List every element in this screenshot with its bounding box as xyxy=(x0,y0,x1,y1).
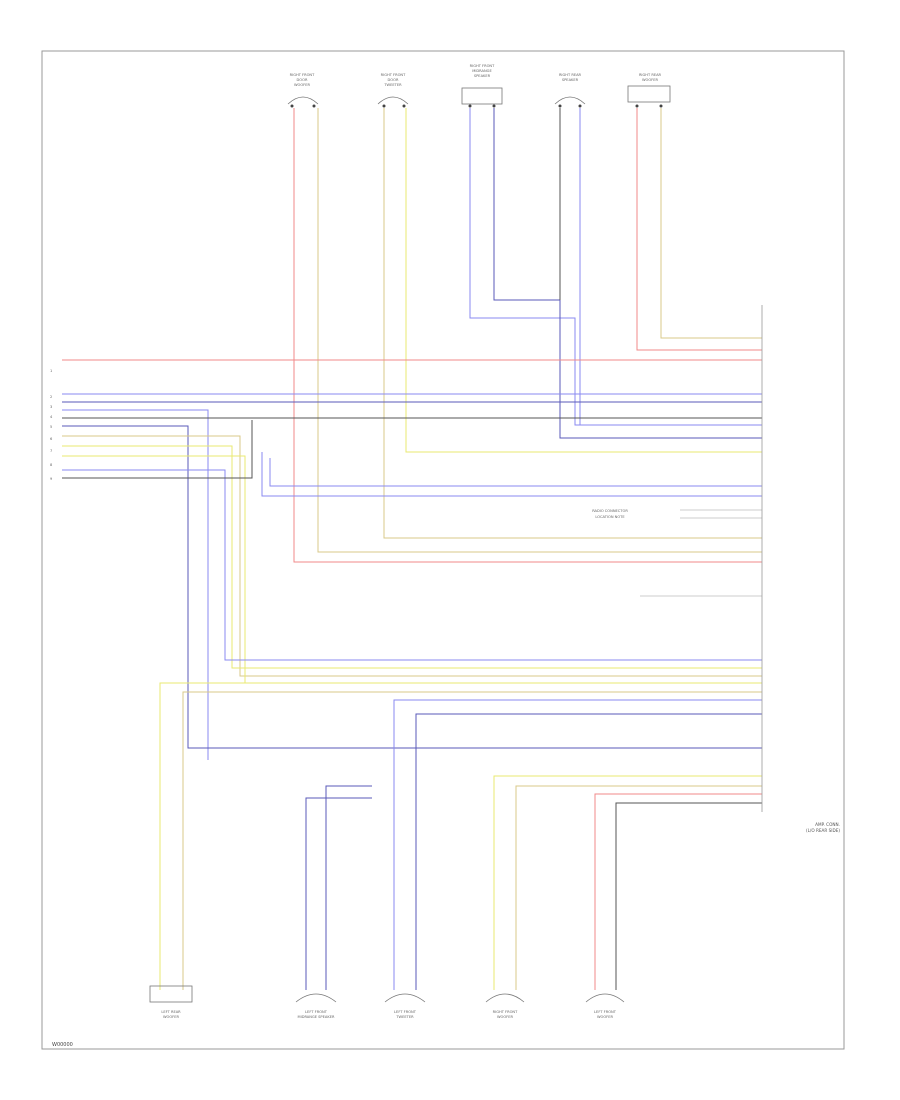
pin-label: 7 xyxy=(50,449,52,453)
speaker-label: SPEAKER xyxy=(474,74,491,78)
wire xyxy=(493,108,762,439)
annotation-block: RADIO CONNECTOR LOCATION NOTE xyxy=(592,509,762,597)
top-speakers: RIGHT FRONT DOOR WOOFER RIGHT FRONT DOOR… xyxy=(287,64,671,108)
bottom-speakers: LEFT REAR WOOFER LEFT FRONT MIDRANGE SPE… xyxy=(149,985,625,1019)
wire xyxy=(62,420,253,479)
speaker-label: RIGHT REAR xyxy=(559,73,582,77)
wire xyxy=(469,108,762,426)
speaker-label: SPEAKER xyxy=(562,78,579,82)
speaker-right-rear-subwoofer: RIGHT REAR WOOFER xyxy=(627,73,671,108)
speaker-left-subwoofer: LEFT REAR WOOFER xyxy=(149,985,193,1019)
left-connector: 1 2 3 4 5 6 7 8 9 xyxy=(50,369,53,481)
wire xyxy=(325,785,372,990)
wire xyxy=(405,108,762,453)
speaker-label: WOOFER xyxy=(497,1015,514,1019)
speaker-label: LEFT FRONT xyxy=(305,1010,328,1014)
wire xyxy=(305,797,372,990)
annotation: RADIO CONNECTOR xyxy=(592,509,628,513)
wire xyxy=(660,108,762,339)
speaker-label: LEFT FRONT xyxy=(394,1010,417,1014)
diagram-code: W00000 xyxy=(52,1042,73,1048)
wire xyxy=(293,108,762,563)
speaker-rr-door-speaker: RIGHT FRONT WOOFER xyxy=(485,993,525,1019)
amplifier-connector: AMP. CONN. (L/O REAR SIDE) xyxy=(761,305,840,833)
speaker-label: TWEETER xyxy=(395,1015,414,1019)
speaker-label: RIGHT FRONT xyxy=(381,73,406,77)
speaker-label: MIDRANGE xyxy=(472,69,492,73)
pin-label: 3 xyxy=(50,405,52,409)
speaker-rf-door-woofer: RIGHT FRONT DOOR WOOFER xyxy=(287,73,319,108)
pin-label: 6 xyxy=(50,437,53,441)
wire xyxy=(269,458,762,487)
wire xyxy=(636,108,762,351)
wire xyxy=(493,775,762,990)
wire xyxy=(594,793,762,990)
wires xyxy=(62,108,762,990)
pin-label: 9 xyxy=(50,477,53,481)
pin-label: 1 xyxy=(50,369,52,373)
wire xyxy=(62,425,762,749)
speaker-rf-midrange: RIGHT FRONT MIDRANGE SPEAKER xyxy=(461,64,503,108)
wire xyxy=(615,802,762,990)
pin-label: 8 xyxy=(50,463,53,467)
speaker-label: LEFT REAR xyxy=(161,1010,181,1014)
wire xyxy=(62,445,762,669)
wire xyxy=(62,435,762,677)
amplifier-label: AMP. CONN. xyxy=(815,822,840,827)
speaker-label: RIGHT FRONT xyxy=(290,73,315,77)
speaker-label: RIGHT FRONT xyxy=(493,1010,518,1014)
speaker-label: DOOR xyxy=(388,78,399,82)
speaker-lf-midrange: LEFT FRONT MIDRANGE SPEAKER xyxy=(295,993,337,1019)
speaker-label: WOOFER xyxy=(597,1015,614,1019)
wire xyxy=(159,682,762,990)
wire xyxy=(182,691,762,990)
speaker-label: TWEETER xyxy=(383,83,402,87)
speaker-label: WOOFER xyxy=(163,1015,180,1019)
pin-label: 5 xyxy=(50,425,52,429)
pin-label: 4 xyxy=(50,415,53,419)
annotation: LOCATION NOTE xyxy=(595,515,625,519)
wire xyxy=(62,469,762,661)
speaker-lr-door-speaker: LEFT FRONT WOOFER xyxy=(585,993,625,1019)
wire xyxy=(62,409,209,760)
wire xyxy=(62,455,246,683)
speaker-lf-tweeter: LEFT FRONT TWEETER xyxy=(384,993,426,1019)
wire xyxy=(383,108,762,539)
amplifier-label: (L/O REAR SIDE) xyxy=(806,828,840,833)
wire xyxy=(393,699,762,990)
speaker-rf-door-tweeter: RIGHT FRONT DOOR TWEETER xyxy=(377,73,409,108)
speaker-label: WOOFER xyxy=(294,83,311,87)
speaker-label: WOOFER xyxy=(642,78,659,82)
speaker-label: MIDRANGE SPEAKER xyxy=(298,1015,335,1019)
speaker-label: RIGHT FRONT xyxy=(470,64,495,68)
speaker-label: LEFT FRONT xyxy=(594,1010,617,1014)
wire xyxy=(317,108,762,553)
wire xyxy=(415,713,762,990)
wire xyxy=(515,785,762,990)
diagram-frame xyxy=(41,50,845,1050)
speaker-rr-speaker: RIGHT REAR SPEAKER xyxy=(554,73,586,108)
pin-label: 2 xyxy=(50,395,52,399)
wire xyxy=(261,452,762,497)
speaker-label: DOOR xyxy=(297,78,308,82)
speaker-label: RIGHT REAR xyxy=(639,73,662,77)
